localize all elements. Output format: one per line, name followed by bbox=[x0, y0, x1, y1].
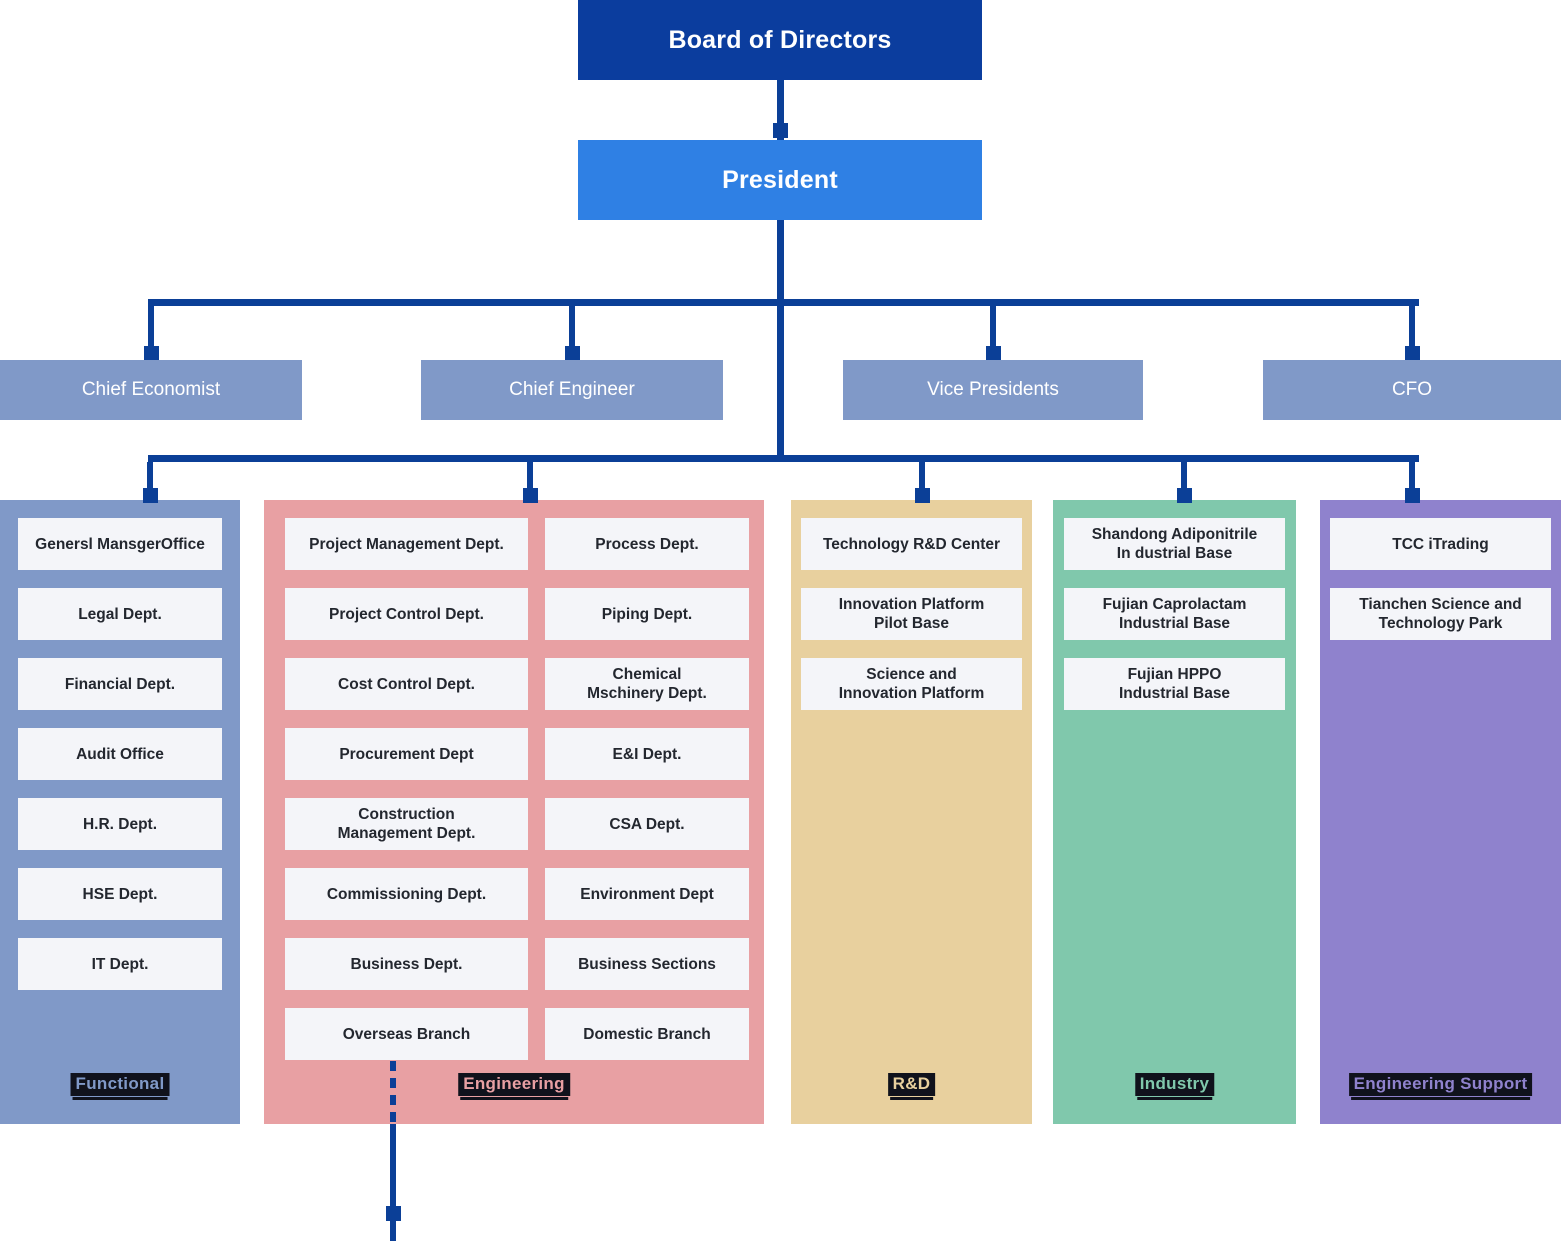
connector-node bbox=[1405, 488, 1420, 503]
column-engineering-support: TCC iTrading Tianchen Science and Techno… bbox=[1320, 500, 1561, 1124]
connector-drop bbox=[919, 462, 925, 500]
dept-box: Process Dept. bbox=[545, 518, 749, 570]
connector-drop bbox=[1409, 462, 1415, 500]
dept-box: Fujian Caprolactam Industrial Base bbox=[1064, 588, 1285, 640]
column-functional: Genersl MansgerOffice Legal Dept. Financ… bbox=[0, 500, 240, 1124]
chief-engineer-label: Chief Engineer bbox=[509, 379, 635, 400]
dept-box: Audit Office bbox=[18, 728, 222, 780]
dept-box: H.R. Dept. bbox=[18, 798, 222, 850]
dept-box: Tianchen Science and Technology Park bbox=[1330, 588, 1551, 640]
dept-box: Science and Innovation Platform bbox=[801, 658, 1022, 710]
connector-drop bbox=[147, 462, 153, 500]
dept-box: Domestic Branch bbox=[545, 1008, 749, 1060]
dept-box: TCC iTrading bbox=[1330, 518, 1551, 570]
connector-drop bbox=[527, 462, 533, 500]
group-label-rnd: R&D bbox=[887, 1073, 936, 1100]
dept-box: Procurement Dept bbox=[285, 728, 528, 780]
connector-node bbox=[143, 488, 158, 503]
dept-box: HSE Dept. bbox=[18, 868, 222, 920]
dept-box: Genersl MansgerOffice bbox=[18, 518, 222, 570]
connector-drop bbox=[990, 306, 996, 352]
exec-box-vice-presidents: Vice Presidents bbox=[843, 360, 1143, 420]
dept-box: Legal Dept. bbox=[18, 588, 222, 640]
connector-board-president bbox=[777, 80, 784, 140]
connector-node bbox=[915, 488, 930, 503]
dept-box: Innovation Platform Pilot Base bbox=[801, 588, 1022, 640]
connector-overseas-solid bbox=[390, 1124, 396, 1241]
connector-drop bbox=[148, 306, 154, 352]
dept-box: IT Dept. bbox=[18, 938, 222, 990]
group-label-engineering-support: Engineering Support bbox=[1348, 1073, 1533, 1100]
dept-box: Technology R&D Center bbox=[801, 518, 1022, 570]
dept-box: Fujian HPPO Industrial Base bbox=[1064, 658, 1285, 710]
connector-node bbox=[986, 346, 1001, 361]
exec-box-chief-engineer: Chief Engineer bbox=[421, 360, 723, 420]
connector-drop bbox=[569, 306, 575, 352]
connector-drop bbox=[1181, 462, 1187, 500]
connector-node bbox=[773, 123, 788, 138]
president-label: President bbox=[722, 165, 838, 194]
connector-node bbox=[565, 346, 580, 361]
group-label-engineering: Engineering bbox=[458, 1073, 570, 1100]
dept-box: Environment Dept bbox=[545, 868, 749, 920]
dept-box: Project Control Dept. bbox=[285, 588, 528, 640]
exec-box-chief-economist: Chief Economist bbox=[0, 360, 302, 420]
group-label-industry: Industry bbox=[1134, 1073, 1215, 1100]
dept-box: Business Dept. bbox=[285, 938, 528, 990]
dept-box: Commissioning Dept. bbox=[285, 868, 528, 920]
connector-node bbox=[523, 488, 538, 503]
connector-node bbox=[1177, 488, 1192, 503]
vice-presidents-label: Vice Presidents bbox=[927, 379, 1059, 400]
connector-drop bbox=[1409, 306, 1415, 352]
dept-box: CSA Dept. bbox=[545, 798, 749, 850]
dept-box: Cost Control Dept. bbox=[285, 658, 528, 710]
cfo-label: CFO bbox=[1391, 379, 1433, 400]
connector-exec-bar bbox=[148, 299, 1419, 306]
exec-box-cfo: CFO bbox=[1263, 360, 1561, 420]
dept-box: Project Management Dept. bbox=[285, 518, 528, 570]
dept-box: Chemical Mschinery Dept. bbox=[545, 658, 749, 710]
dept-box: Business Sections bbox=[545, 938, 749, 990]
column-rnd: Technology R&D Center Innovation Platfor… bbox=[791, 500, 1032, 1124]
board-of-directors-box: Board of Directors bbox=[578, 0, 982, 80]
dept-box: Financial Dept. bbox=[18, 658, 222, 710]
dept-box-overseas-branch: Overseas Branch bbox=[285, 1008, 528, 1060]
connector-node bbox=[1405, 346, 1420, 361]
dept-box: Shandong Adiponitrile In dustrial Base bbox=[1064, 518, 1285, 570]
dept-box: E&I Dept. bbox=[545, 728, 749, 780]
connector-group-bar bbox=[148, 455, 1419, 462]
column-industry: Shandong Adiponitrile In dustrial Base F… bbox=[1053, 500, 1296, 1124]
connector-overseas-dashed bbox=[390, 1061, 396, 1124]
column-engineering: Project Management Dept. Process Dept. P… bbox=[264, 500, 764, 1124]
dept-box: Construction Management Dept. bbox=[285, 798, 528, 850]
chief-economist-label: Chief Economist bbox=[81, 379, 221, 400]
board-of-directors-label: Board of Directors bbox=[668, 25, 892, 54]
dept-box: Piping Dept. bbox=[545, 588, 749, 640]
connector-node bbox=[144, 346, 159, 361]
group-label-functional: Functional bbox=[70, 1073, 170, 1100]
president-box: President bbox=[578, 140, 982, 220]
connector-node bbox=[386, 1206, 401, 1221]
connector-president-down bbox=[777, 220, 784, 462]
